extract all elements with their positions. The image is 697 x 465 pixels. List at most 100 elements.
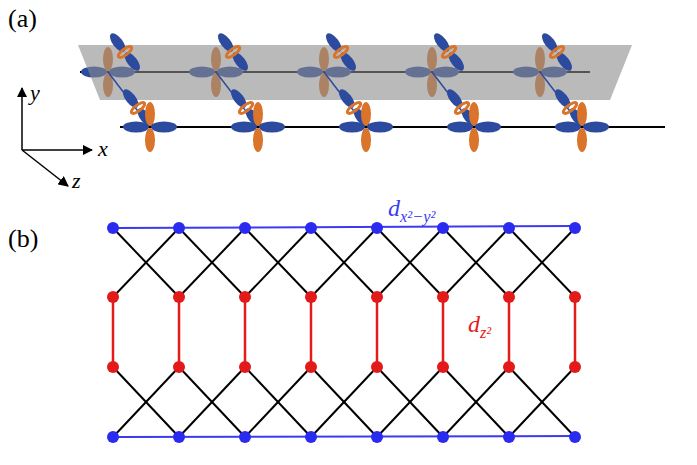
hopping-line — [509, 228, 575, 297]
hopping-line — [443, 367, 509, 437]
orbital-lobe — [145, 128, 155, 152]
dx2y2-orbital — [555, 102, 609, 152]
dz2-orbital — [213, 29, 254, 75]
site-dot — [371, 431, 383, 443]
orbital-lobe — [361, 128, 371, 152]
site-dot — [173, 222, 185, 234]
orbital-lobe — [577, 102, 587, 126]
axis-arrow — [22, 150, 68, 186]
site-dot — [305, 222, 317, 234]
rung-line — [112, 297, 115, 367]
site-dot — [107, 431, 119, 443]
orbital-lobe — [215, 31, 236, 55]
orbital-lobe — [253, 102, 263, 126]
site-dot — [107, 222, 119, 234]
site-dot — [239, 361, 251, 373]
symbol: d — [388, 195, 400, 221]
orbital-lobe — [447, 122, 473, 133]
dx2y2-orbital — [231, 102, 285, 152]
orbital-ring — [454, 101, 470, 115]
orbital-lobe — [361, 102, 371, 126]
site-dot — [305, 361, 317, 373]
orbital-lobe — [339, 122, 365, 133]
orbital-lobe — [367, 122, 393, 133]
site-dot — [173, 361, 185, 373]
orbital-ring — [117, 45, 133, 59]
hopping-line — [245, 228, 311, 297]
site-dot — [437, 222, 449, 234]
hopping-line — [509, 367, 575, 437]
hopping-line — [443, 367, 509, 437]
hopping-line — [113, 228, 179, 297]
hopping-line — [311, 367, 377, 437]
dx2y2-orbital — [339, 102, 393, 152]
dz2-orbital — [105, 29, 146, 75]
hopping-line — [311, 228, 377, 297]
site-dot — [239, 222, 251, 234]
orbital-lobe — [253, 128, 263, 152]
symbol: d — [468, 311, 480, 337]
orbital-lobe — [577, 128, 587, 152]
orbital-lobe — [475, 122, 501, 133]
orbital-ring — [441, 45, 457, 59]
hopping-line — [179, 367, 245, 437]
orbital-lobe — [122, 50, 143, 74]
subscript: x²−y² — [400, 207, 435, 226]
site-dot — [305, 431, 317, 443]
axis-label: y — [30, 82, 40, 104]
orbital-lobe — [120, 87, 141, 111]
panel-label: (b) — [8, 226, 38, 252]
orbital-label: dz² — [468, 312, 491, 336]
orbital-lobe — [552, 87, 573, 111]
orbital-ring — [238, 101, 254, 115]
orbital-lobe — [151, 122, 177, 133]
hopping-line — [311, 367, 377, 437]
orbital-lobe — [446, 50, 467, 74]
site-dot — [437, 361, 449, 373]
site-dot — [503, 361, 515, 373]
rung-line — [376, 297, 379, 367]
panel-label: (a) — [8, 6, 37, 32]
site-dot — [107, 291, 119, 303]
dz2-orbital — [429, 29, 470, 75]
hopping-line — [179, 228, 245, 297]
dx2y2-orbital — [447, 102, 501, 152]
axis-arrow — [21, 88, 23, 150]
site-dot — [503, 291, 515, 303]
site-dot — [569, 291, 581, 303]
rung-line — [178, 297, 181, 367]
orbital-lobe — [469, 102, 479, 126]
site-dot — [239, 431, 251, 443]
hopping-line — [377, 367, 443, 437]
site-dot — [371, 361, 383, 373]
site-dot — [569, 431, 581, 443]
hopping-line — [377, 367, 443, 437]
rung-line — [310, 297, 313, 367]
dx2y2-orbital — [123, 102, 177, 152]
site-dot — [305, 291, 317, 303]
plane — [78, 45, 632, 100]
panel-a — [78, 29, 665, 152]
dz2-orbital — [537, 29, 578, 75]
hopping-line — [311, 228, 377, 297]
orbital-lobe — [555, 122, 581, 133]
panel-b — [107, 222, 581, 443]
hopping-line — [113, 367, 179, 437]
orbital-lobe — [554, 50, 575, 74]
hopping-line — [113, 228, 179, 297]
orbital-lobe — [323, 31, 344, 55]
hopping-line — [377, 228, 443, 297]
site-dot — [239, 291, 251, 303]
subscript: z² — [480, 323, 491, 342]
orbital-lobe — [444, 87, 465, 111]
rung-line — [574, 297, 577, 367]
orbital-lobe — [539, 31, 560, 55]
hopping-line — [245, 228, 311, 297]
orbital-ring — [225, 45, 241, 59]
axis-label: x — [98, 138, 108, 160]
hopping-line — [245, 367, 311, 437]
site-dot — [173, 291, 185, 303]
site-dot — [107, 361, 119, 373]
hopping-line — [443, 228, 509, 297]
